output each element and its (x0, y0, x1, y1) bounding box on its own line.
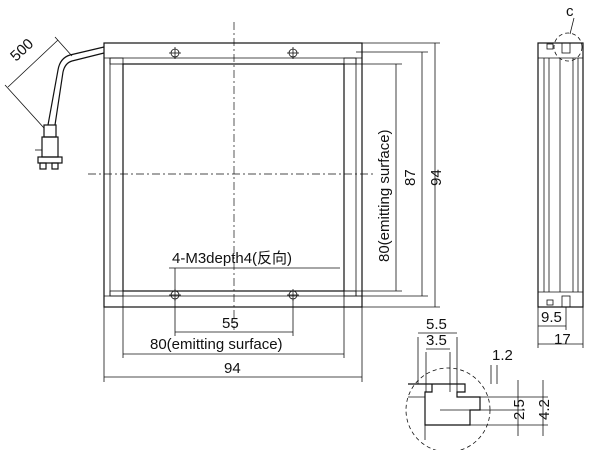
connector-icon (35, 124, 63, 170)
detail-c-boundary (405, 367, 491, 450)
detail-c-label: c (566, 3, 574, 20)
cable-length-label: 500 (7, 35, 37, 65)
front-dimensions: 80(emitting surface) 87 94 55 80(emittin… (103, 42, 445, 382)
detail-width-outer-label: 5.5 (426, 316, 447, 333)
detail-lip-label: 1.2 (492, 347, 513, 364)
mounting-hole-top-right (287, 47, 299, 59)
front-view: 4-M3depth4(反向) (88, 22, 375, 330)
side-slot-bottom (561, 295, 571, 308)
right-bar-cap-bottom (343, 290, 357, 297)
left-bar-cap-top (109, 57, 124, 65)
detail-c-view: 5.5 3.5 1.2 2.5 4.2 (405, 316, 553, 450)
hole-spacing-label: 55 (222, 315, 239, 332)
emitting-width-label: 80(emitting surface) (150, 336, 283, 353)
side-slot-top (561, 42, 571, 54)
detail-c-profile (408, 383, 481, 426)
emitting-surface-outline (122, 63, 345, 292)
cable-assembly: 500 (4, 35, 105, 170)
slot-offset-label: 9.5 (541, 309, 562, 326)
cable-lower (54, 52, 105, 126)
hole-callout-label: 4-M3depth4(反向) (172, 250, 292, 267)
side-view: c 9.5 17 (537, 3, 584, 348)
detail-slot-height-label: 2.5 (511, 399, 528, 420)
thickness-label: 17 (554, 331, 571, 348)
detail-circle-c (553, 32, 583, 62)
overall-height-label: 94 (428, 169, 445, 186)
side-view-outline (537, 42, 584, 308)
cable-length-ext-b (54, 36, 73, 57)
left-bar-cap-bottom (109, 290, 124, 297)
emitting-height-label: 80(emitting surface) (376, 129, 393, 262)
inner-height-label: 87 (402, 169, 419, 186)
cable-upper (47, 46, 105, 126)
cable-length-dimline (7, 39, 59, 88)
overall-width-label: 94 (224, 360, 241, 377)
right-bar-cap-top (343, 57, 357, 65)
outer-frame (103, 42, 363, 308)
cable-length-ext-a (4, 84, 45, 129)
detail-depth-label: 4.2 (536, 399, 553, 420)
detail-width-inner-label: 3.5 (426, 332, 447, 349)
mounting-hole-top-left (169, 47, 181, 59)
